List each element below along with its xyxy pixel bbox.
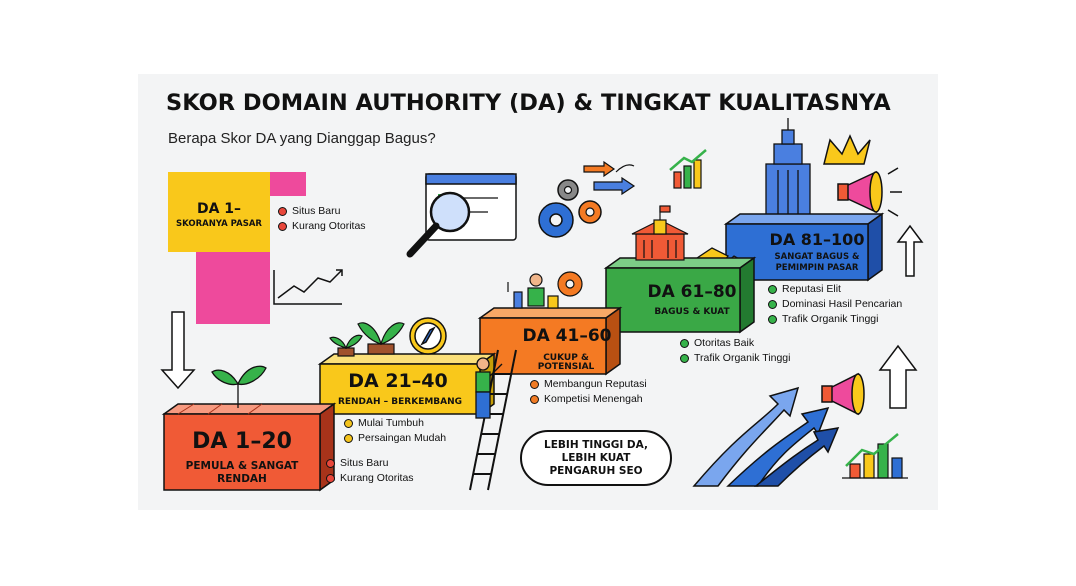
- bullet-icon: [768, 285, 777, 294]
- level-range-label: DA 1–: [196, 201, 242, 217]
- level-bullets: Membangun Reputasi Kompetisi Menengah: [530, 377, 647, 407]
- up-arrow-icon: [878, 224, 924, 409]
- block-da-1-20: [161, 402, 337, 492]
- illustration-layer: [160, 118, 924, 492]
- growth-chart-icon: [669, 149, 707, 189]
- bullet-item: Dominasi Hasil Pencarian: [768, 297, 902, 312]
- bullet-icon: [344, 419, 353, 428]
- sprout-icon: [211, 365, 267, 408]
- bullet-item: Trafik Organik Tinggi: [768, 312, 902, 327]
- infographic-canvas: SKOR DOMAIN AUTHORITY (DA) & TINGKAT KUA…: [138, 74, 938, 510]
- bullet-item: Mulai Tumbuh: [344, 416, 446, 431]
- bullet-icon: [768, 300, 777, 309]
- level-bullets: Mulai Tumbuh Persaingan Mudah: [344, 416, 446, 446]
- level-range-label: DA 61–80: [647, 282, 737, 302]
- level-desc-label: SANGAT BAGUS & PEMIMPIN PASAR: [774, 252, 860, 273]
- level-bullets: Situs Baru Kurang Otoritas: [326, 456, 414, 486]
- level-range-label: DA 41–60: [522, 326, 612, 346]
- level-range-label: DA 1–20: [192, 429, 292, 454]
- magnifier-icon: [406, 173, 517, 258]
- level-desc-label: RENDAH – BERKEMBANG: [337, 397, 463, 407]
- bullet-item: Membangun Reputasi: [530, 377, 647, 392]
- crown-icon: [823, 134, 871, 165]
- megaphone-icon: [837, 167, 902, 217]
- building-icon: [631, 205, 689, 261]
- bullet-icon: [326, 459, 335, 468]
- person-icon: [475, 357, 503, 419]
- bullet-icon: [326, 474, 335, 483]
- gear-icon: [538, 179, 602, 238]
- compass-icon: [409, 317, 447, 355]
- bullet-item: Persaingan Mudah: [344, 431, 446, 446]
- corner-blocks: [168, 172, 306, 324]
- level-desc-label: SKORANYA PASAR: [176, 219, 262, 229]
- bullet-icon: [530, 395, 539, 404]
- bullet-item: Kurang Otoritas: [326, 471, 414, 486]
- bullet-item: Situs Baru: [278, 204, 366, 219]
- level-desc-label: CUKUP & POTENSIAL: [537, 353, 595, 373]
- down-arrow-icon: [160, 311, 196, 390]
- level-bullets: Otoritas Baik Trafik Organik Tinggi: [680, 336, 790, 366]
- bullet-icon: [680, 339, 689, 348]
- arrows-icon: [583, 160, 636, 196]
- bullet-icon: [278, 207, 287, 216]
- bullet-icon: [680, 354, 689, 363]
- level-desc-label: PEMULA & SANGAT RENDAH: [185, 460, 299, 485]
- person-icon: [507, 271, 583, 309]
- callout-bubble: LEBIH TINGGI DA, LEBIH KUAT PENGARUH SEO: [520, 430, 672, 486]
- growth-chart-icon: [273, 269, 343, 305]
- bullet-icon: [278, 222, 287, 231]
- bullet-icon: [768, 315, 777, 324]
- bullet-item: Trafik Organik Tinggi: [680, 351, 790, 366]
- callout-line: PENGARUH SEO: [549, 464, 643, 477]
- sprout-icon: [329, 322, 405, 357]
- bullet-icon: [344, 434, 353, 443]
- megaphone-icon: [821, 372, 865, 416]
- skyscraper-icon: [765, 118, 811, 221]
- bullet-item: Kompetisi Menengah: [530, 392, 647, 407]
- bullet-item: Reputasi Elit: [768, 282, 902, 297]
- block-da-21-40: [317, 352, 497, 416]
- rising-arrows-icon: [692, 386, 840, 487]
- level-range-label: DA 81–100: [769, 230, 865, 249]
- bullet-item: Situs Baru: [326, 456, 414, 471]
- callout-line: LEBIH KUAT: [561, 451, 631, 464]
- page-title: SKOR DOMAIN AUTHORITY (DA) & TINGKAT KUA…: [166, 90, 891, 116]
- level-range-label: DA 21–40: [348, 370, 448, 392]
- level-bullets: Situs Baru Kurang Otoritas: [278, 204, 366, 234]
- growth-chart-icon: [842, 433, 908, 479]
- page-subtitle: Berapa Skor DA yang Dianggap Bagus?: [168, 130, 436, 147]
- callout-line: LEBIH TINGGI DA,: [544, 438, 648, 451]
- bullet-item: Kurang Otoritas: [278, 219, 366, 234]
- level-desc-label: BAGUS & KUAT: [654, 307, 730, 317]
- level-bullets: Reputasi Elit Dominasi Hasil Pencarian T…: [768, 282, 902, 327]
- bullet-item: Otoritas Baik: [680, 336, 790, 351]
- bullet-icon: [530, 380, 539, 389]
